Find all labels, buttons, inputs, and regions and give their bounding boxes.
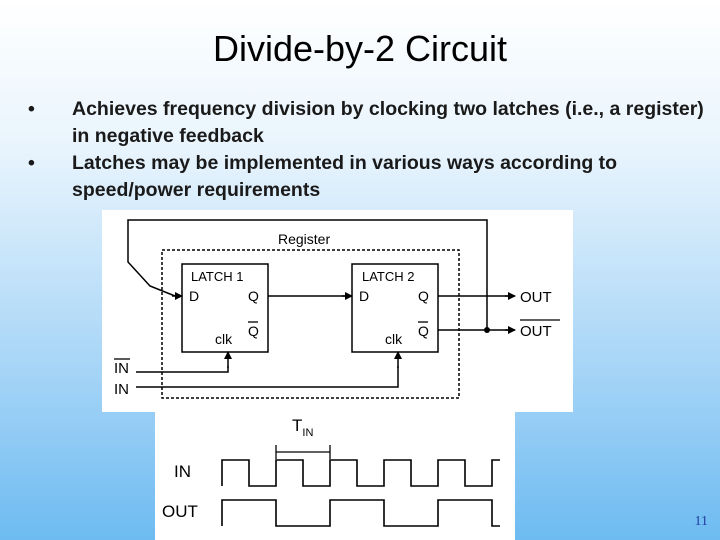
circuit-diagram: [127, 219, 516, 399]
bullet-item: • Latches may be implemented in various …: [28, 150, 708, 204]
wave-in-label: IN: [174, 462, 191, 481]
out-bar-label: OUT: [520, 323, 552, 340]
circuit-panel: [102, 210, 573, 412]
register-box: [161, 249, 460, 399]
in-bar-label: IN: [114, 360, 129, 377]
page-number: 11: [694, 514, 708, 529]
overbars: [114, 319, 560, 360]
bullet-item: • Achieves frequency division by clockin…: [28, 96, 708, 150]
in-waveform: [221, 459, 500, 487]
latch2-q-label: Q: [418, 288, 429, 304]
bullet-dot: •: [28, 152, 35, 174]
latch1-q-label: Q: [248, 288, 259, 304]
bullet-text: Achieves frequency division by clocking …: [72, 98, 704, 147]
bullet-dot: •: [28, 98, 35, 120]
bullet-list: • Achieves frequency division by clockin…: [28, 96, 708, 204]
latch2-d-label: D: [359, 288, 369, 304]
latch2-qbar-label: Q: [418, 323, 429, 339]
waveform-panel: [155, 405, 515, 540]
out-label: OUT: [520, 289, 552, 306]
feedback-wire: [127, 219, 488, 330]
latch1-qbar-label: Q: [248, 323, 259, 339]
in-label: IN: [114, 381, 129, 398]
latch2-name: LATCH 2: [362, 269, 415, 284]
bullet-text: Latches may be implemented in various wa…: [72, 152, 618, 201]
wave-out-label: OUT: [162, 502, 198, 521]
latch1-clk-label: clk: [215, 331, 233, 347]
out-waveform: [221, 499, 500, 527]
feedback-junction-dot: [484, 327, 490, 333]
timing-diagram: TIN IN OUT: [162, 416, 500, 527]
register-label: Register: [278, 231, 330, 247]
slide-title: Divide-by-2 Circuit: [212, 28, 508, 69]
period-label: TIN: [292, 416, 313, 439]
latch1-d-label: D: [189, 288, 199, 304]
latch2-clk-label: clk: [385, 331, 403, 347]
in-wire: [136, 366, 399, 388]
latch1-name: LATCH 1: [191, 269, 244, 284]
